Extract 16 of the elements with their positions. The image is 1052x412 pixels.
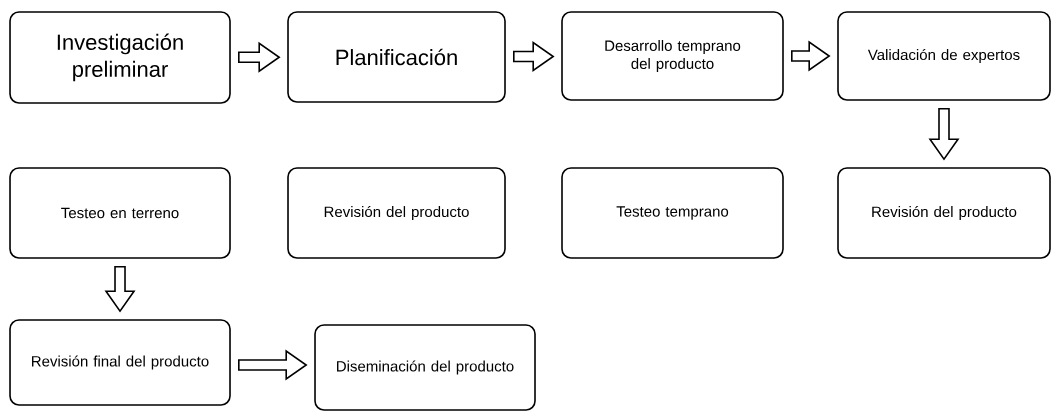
block-arrow [238,349,308,381]
process-box: Revisión del producto [287,167,506,259]
block-arrow [513,40,555,73]
process-box: Testeo en terreno [9,167,231,259]
process-box: Revisión del producto [837,167,1051,259]
block-arrow [791,40,831,72]
process-box: Validación de expertos [837,11,1051,101]
process-box: Revisión final del producto [9,319,231,406]
process-box: Testeo temprano [561,167,784,259]
process-box: Planificación [287,11,506,103]
block-arrow [104,266,136,313]
process-box: Desarrollo temprano del producto [561,11,784,101]
block-arrow [928,108,960,161]
block-arrow [238,41,281,73]
process-box: Investigación preliminar [9,11,231,104]
process-box: Diseminación del producto [314,324,536,411]
